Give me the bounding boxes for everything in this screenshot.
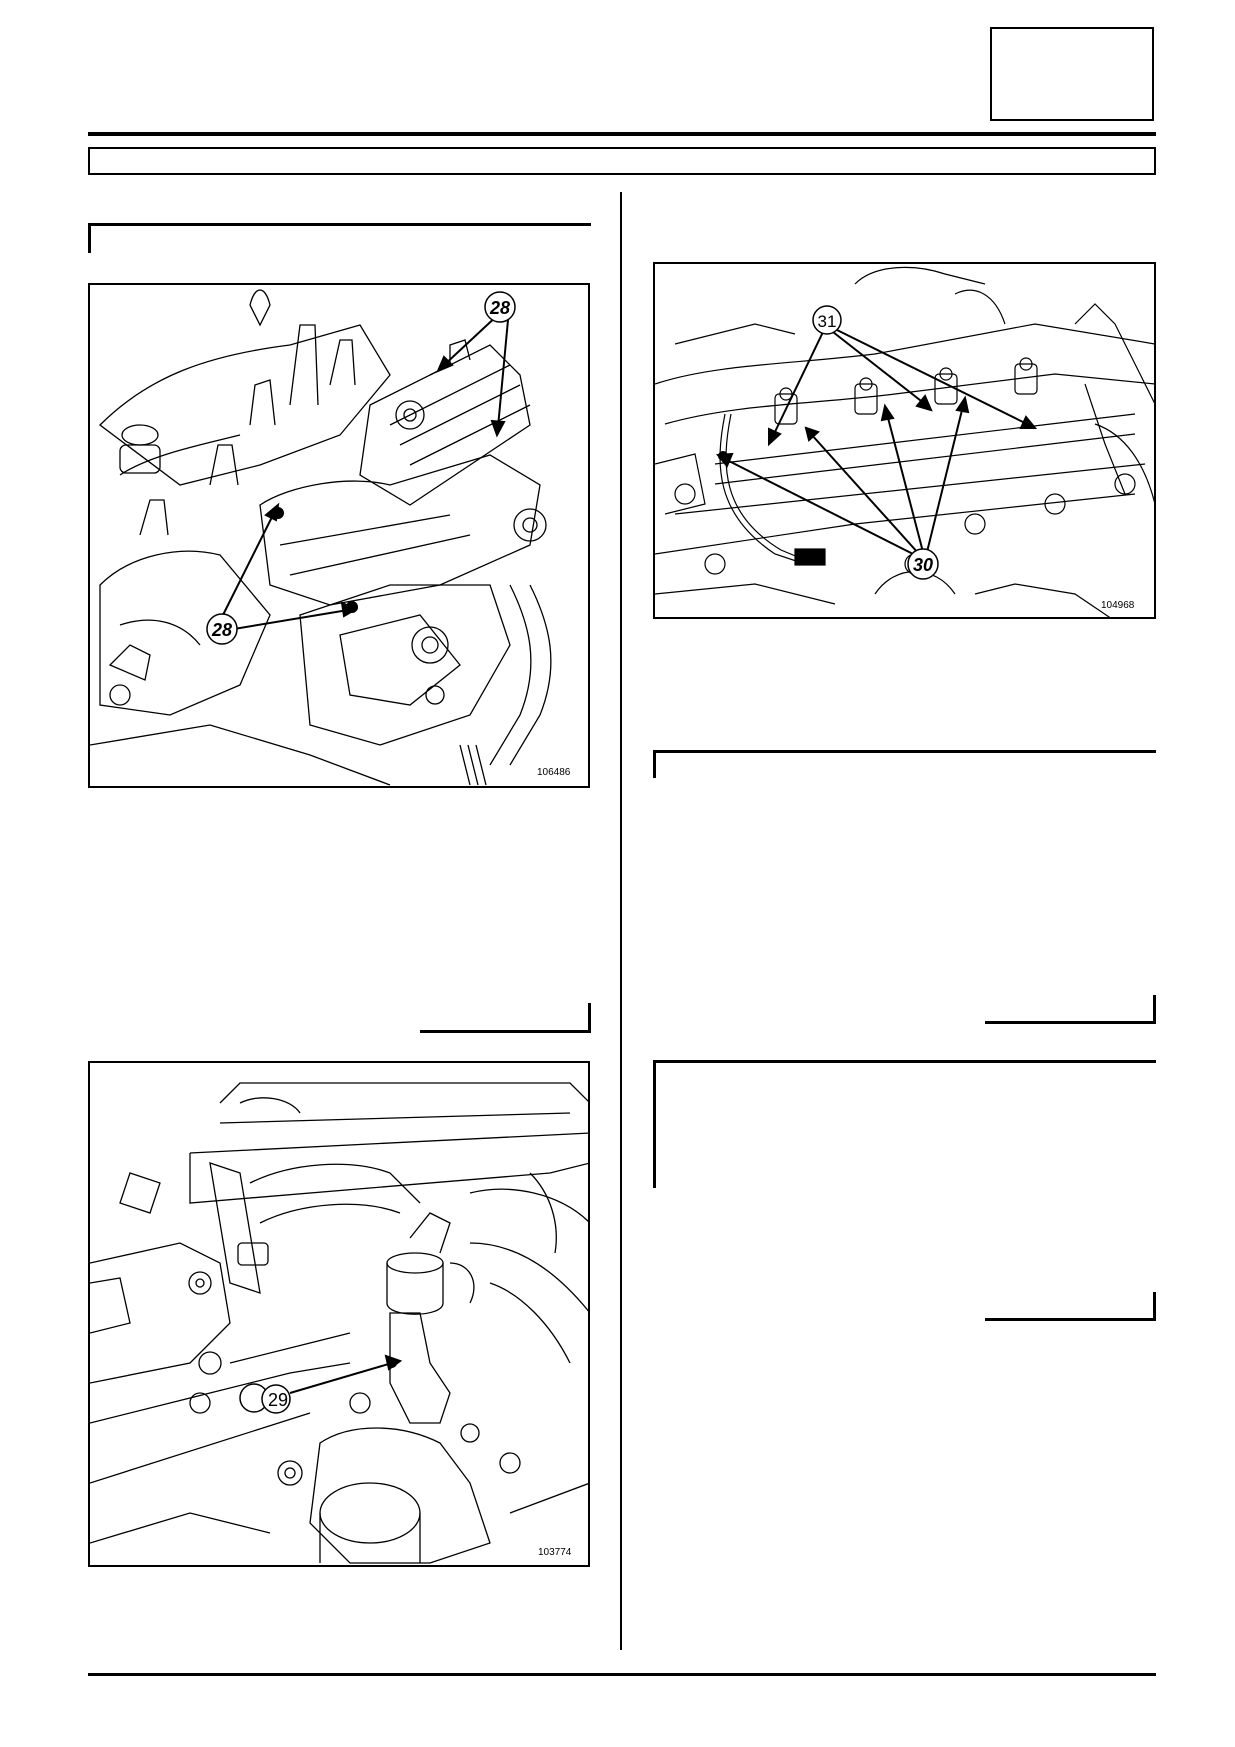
section-bracket-bottom-left xyxy=(420,1030,591,1033)
callout-28-bottom: 28 xyxy=(211,620,232,640)
callout-30: 30 xyxy=(913,555,933,575)
section-bracket-bottom-right-2 xyxy=(985,1318,1156,1321)
section-bracket-bottom-right-1-tick xyxy=(1153,995,1156,1024)
engine-drawing-2: 29 xyxy=(90,1082,588,1564)
section-number-box xyxy=(990,27,1154,121)
header-rule xyxy=(88,132,1156,136)
section-bracket-top-right-1-tick xyxy=(653,750,656,778)
column-divider xyxy=(620,192,622,1650)
engine-drawing-3: 31 30 xyxy=(655,266,1154,617)
callout-29: 29 xyxy=(268,1390,288,1410)
section-bracket-top-right-1 xyxy=(653,750,1156,753)
figure-id-106486: 106486 xyxy=(537,767,571,778)
section-bracket-top-right-2-tick xyxy=(653,1060,656,1188)
section-bracket-bottom-right-2-tick xyxy=(1153,1292,1156,1321)
section-bracket-top-left xyxy=(88,223,591,226)
callout-28-top: 28 xyxy=(489,298,510,318)
figure-id-104968: 104968 xyxy=(1101,600,1135,611)
figure-engine-side: 29 103774 xyxy=(88,1061,590,1567)
section-bracket-top-right-2 xyxy=(653,1060,1156,1063)
section-bracket-bottom-right-1 xyxy=(985,1021,1156,1024)
title-bar xyxy=(88,147,1156,175)
section-bracket-bottom-left-tick xyxy=(588,1003,591,1033)
figure-injector-rail: 31 30 104968 xyxy=(653,262,1156,619)
figure-id-103774: 103774 xyxy=(538,1547,572,1558)
section-bracket-top-left-tick xyxy=(88,223,91,253)
figure-engine-top: 28 28 106486 xyxy=(88,283,590,788)
engine-drawing: 28 28 xyxy=(90,289,552,786)
callout-31: 31 xyxy=(818,312,837,331)
footer-rule xyxy=(88,1673,1156,1676)
